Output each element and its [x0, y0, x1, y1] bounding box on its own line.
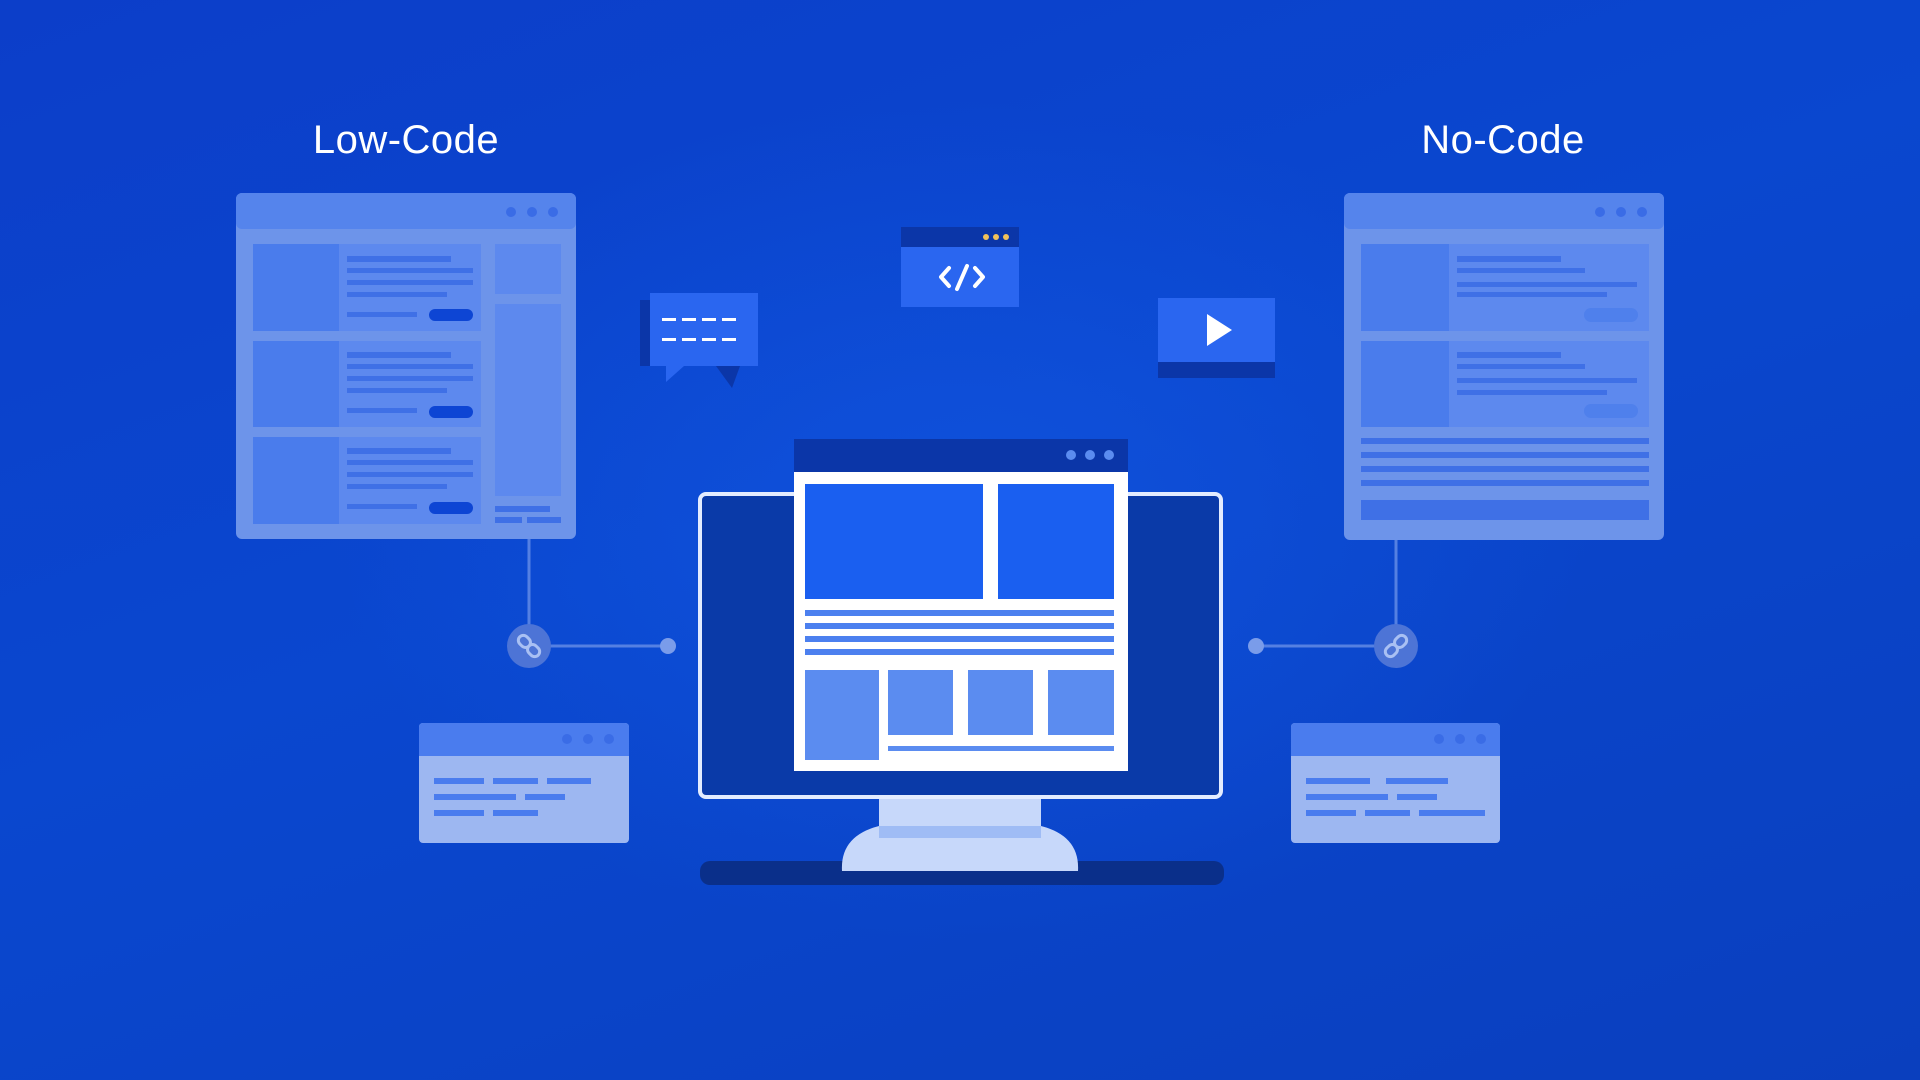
small-window-left — [419, 723, 629, 843]
chat-bubble-icon — [640, 293, 758, 388]
link-icon — [1374, 624, 1418, 668]
low-code-card — [253, 244, 481, 331]
no-code-card — [1361, 244, 1649, 331]
connector-right-dot — [1248, 638, 1264, 654]
low-code-sidebar-panel — [495, 304, 561, 496]
play-icon — [1158, 298, 1275, 378]
code-icon — [901, 227, 1019, 307]
low-code-heading: Low-Code — [312, 118, 500, 162]
connector-left-dot — [660, 638, 676, 654]
low-code-card — [253, 437, 481, 524]
low-code-card — [253, 341, 481, 427]
small-window-right — [1291, 723, 1500, 843]
no-code-window — [1344, 193, 1664, 540]
no-code-heading: No-Code — [1421, 118, 1585, 162]
no-code-card — [1361, 341, 1649, 427]
low-code-window — [236, 193, 576, 539]
monitor-icon — [698, 439, 1224, 885]
low-code-sidebar-block — [495, 244, 561, 294]
link-icon — [507, 624, 551, 668]
